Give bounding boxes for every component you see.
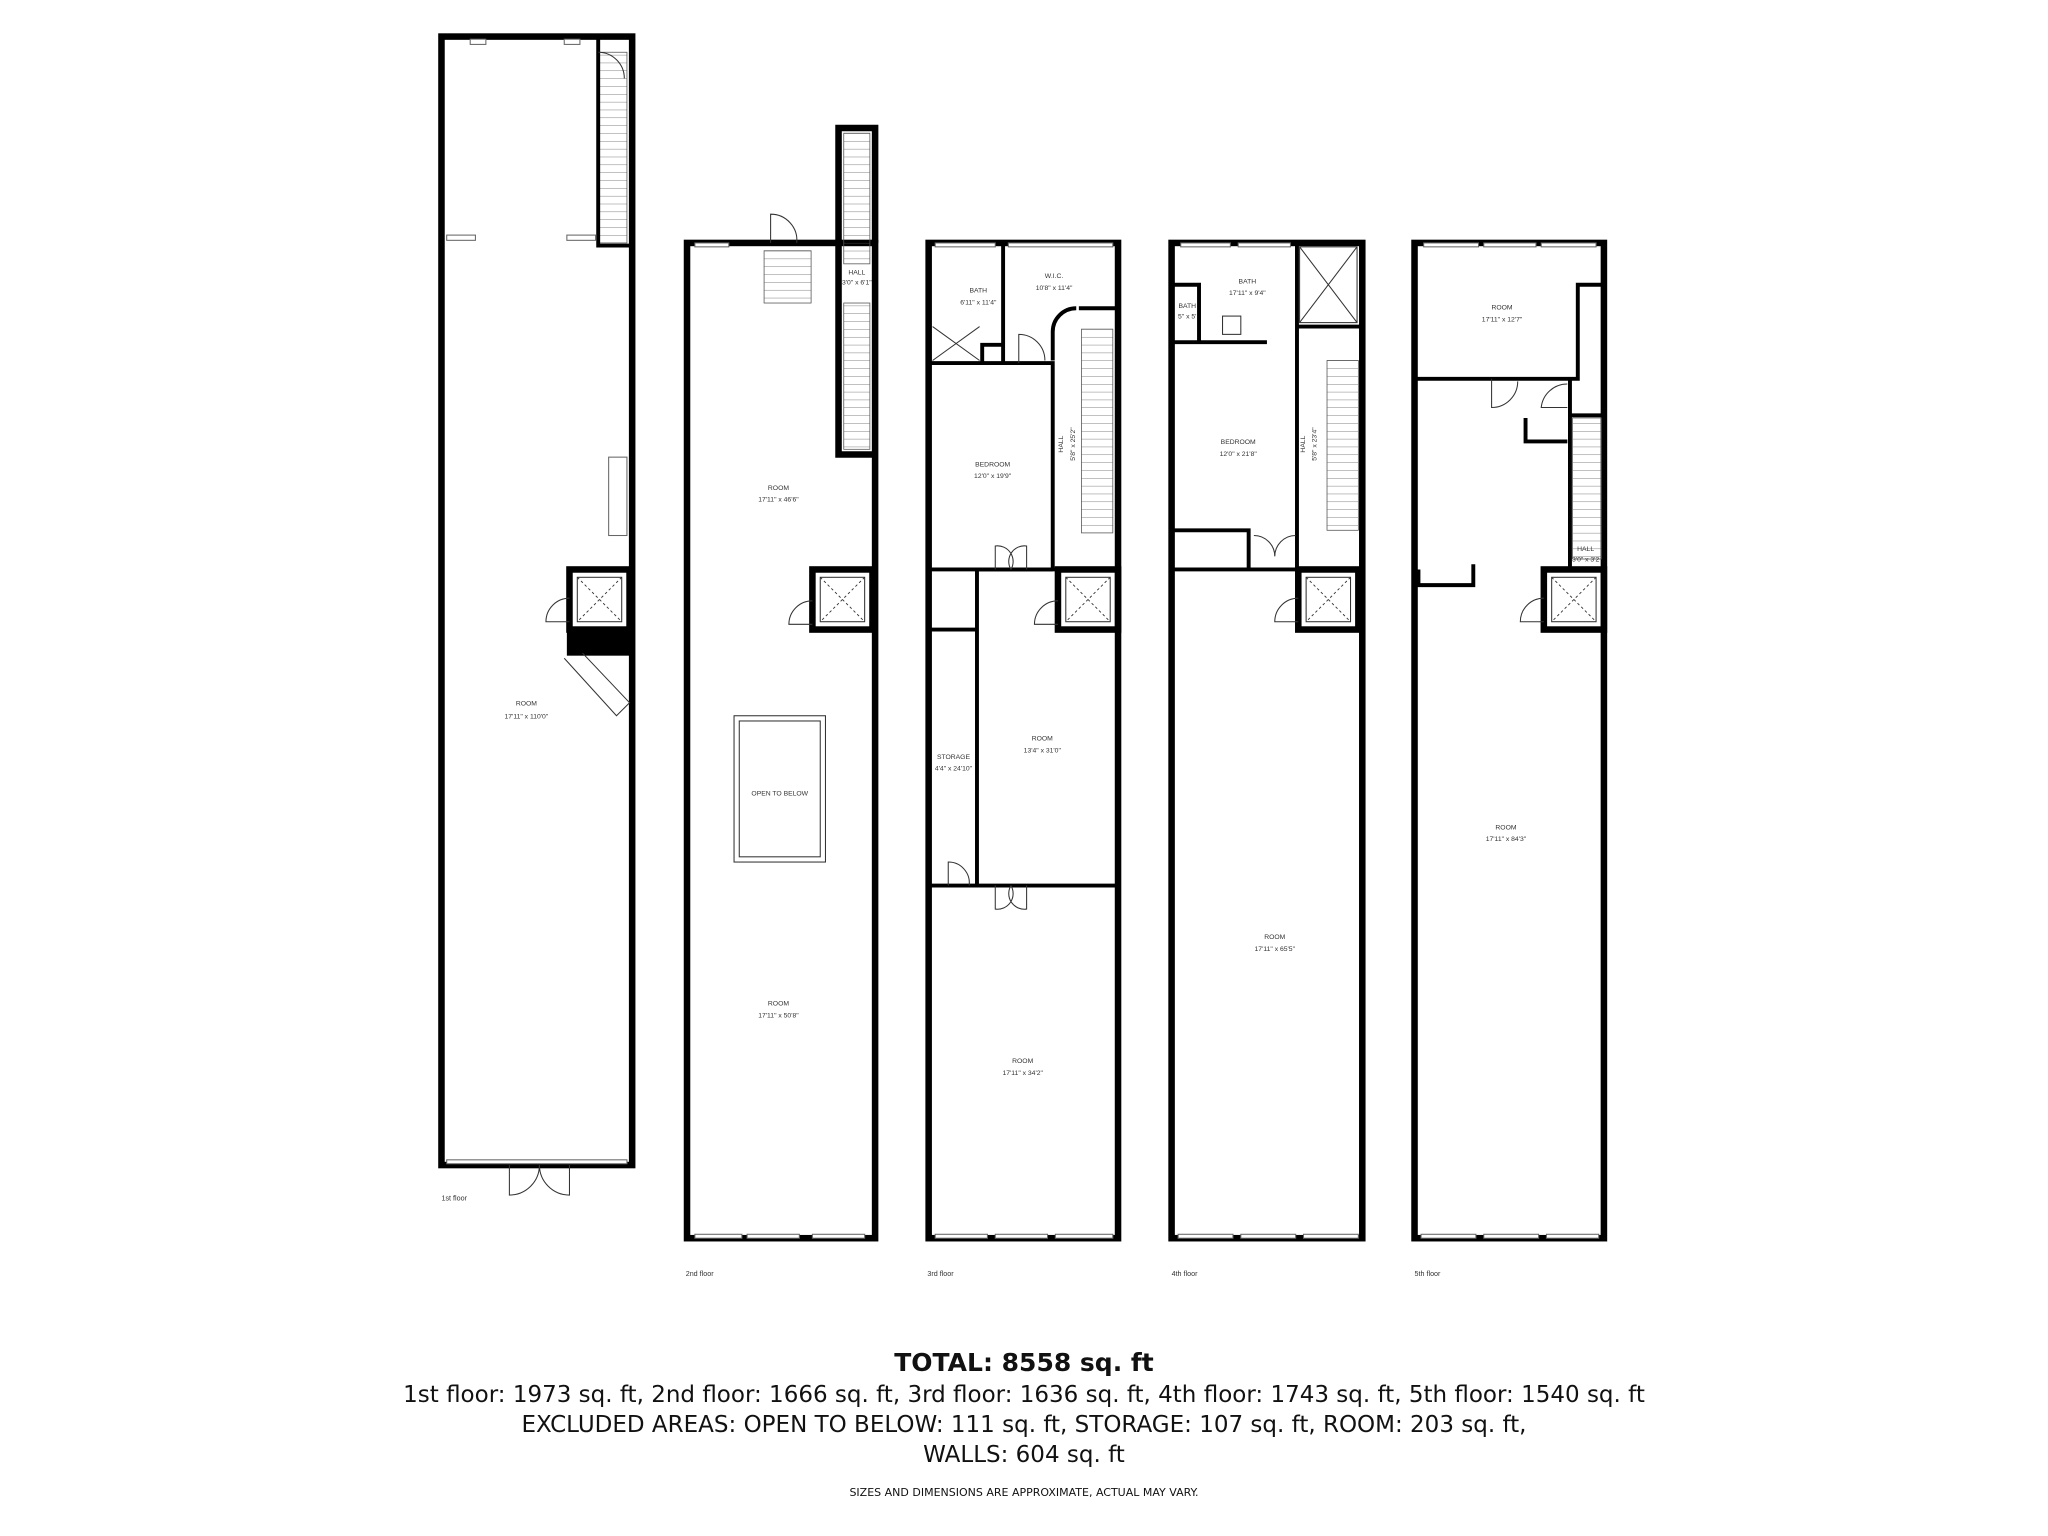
total-area: TOTAL: 8558 sq. ft [894, 1348, 1154, 1377]
room-dimensions: 17'11" x 84'3" [1486, 836, 1527, 843]
room-label: HALL [1058, 435, 1065, 452]
room-dimensions: 3'0" x 6'1" [842, 280, 872, 287]
room-label: ROOM [516, 700, 537, 707]
room-dimensions: 17'11" x 110'0" [505, 713, 549, 720]
room-label: ROOM [768, 1001, 789, 1008]
room-label: BEDROOM [1221, 439, 1256, 446]
room-dimensions: 4'4" x 24'10" [935, 766, 973, 773]
staircase [597, 51, 628, 244]
room-dimensions: 17'11" x 9'4" [1229, 290, 1266, 297]
room-label: BEDROOM [975, 461, 1010, 468]
room-label: BATH [1239, 278, 1257, 285]
staircase [1572, 417, 1602, 560]
elevator [1540, 566, 1608, 633]
room-label: ROOM [1264, 934, 1285, 941]
floor-5-plan: ROOM 17'11" x 12'7" HALL 3'0" x 3'2 ROOM… [1411, 239, 1608, 1278]
room-dimensions: 10'8" x 11'4" [1036, 285, 1073, 292]
disclaimer: SIZES AND DIMENSIONS ARE APPROXIMATE, AC… [849, 1486, 1199, 1499]
staircase [1081, 328, 1114, 534]
room-dimensions: 17'11" x 12'7" [1482, 316, 1523, 323]
staircase [763, 250, 812, 304]
room-label: ROOM [1032, 736, 1053, 743]
room-label: OPEN TO BELOW [751, 790, 808, 797]
room-label: STORAGE [937, 754, 971, 761]
room-label: HALL [1577, 546, 1594, 553]
floor-label: 2nd floor [686, 1270, 715, 1278]
room-label: HALL [1300, 435, 1307, 452]
room-dimensions: 5'8" x 25'2" [1070, 427, 1077, 461]
room-dimensions: 13'4" x 31'0" [1024, 747, 1062, 754]
room-dimensions: 17'11" x 34'2" [1002, 1070, 1043, 1077]
wall-area: WALLS: 604 sq. ft [923, 1442, 1125, 1468]
staircase [843, 132, 871, 265]
room-dimensions: 17'11" x 50'8" [758, 1012, 799, 1019]
room-dimensions: 12'0" x 21'8" [1220, 451, 1258, 458]
room-label: ROOM [768, 485, 789, 492]
elevator [1295, 566, 1362, 633]
room-label: BATH [969, 288, 987, 295]
room-label: HALL [848, 269, 865, 276]
elevator [1054, 566, 1122, 633]
floor-label: 5th floor [1415, 1270, 1442, 1278]
room-dimensions: 17'11" x 46'6" [758, 497, 799, 504]
floor-label: 4th floor [1172, 1270, 1199, 1278]
floor-areas: 1st floor: 1973 sq. ft, 2nd floor: 1666 … [403, 1382, 1645, 1408]
floor-1-plan: ROOM 17'11" x 110'0" 1st floor [438, 33, 636, 1202]
floor-label: 3rd floor [927, 1270, 954, 1278]
room-dimensions: 17'11" x 65'5" [1255, 946, 1296, 953]
room-label: ROOM [1012, 1058, 1033, 1065]
excluded-areas: EXCLUDED AREAS: OPEN TO BELOW: 111 sq. f… [521, 1412, 1527, 1438]
room-dimensions: 5'8" x 23'4" [1312, 427, 1319, 461]
room-label: BATH [1178, 303, 1196, 310]
staircase [1326, 360, 1359, 531]
room-label: ROOM [1495, 824, 1516, 831]
elevator [566, 566, 633, 633]
floor-label: 1st floor [441, 1194, 467, 1202]
floor-4-plan: BATH 17'11" x 9'4" BATH 5" x 5' BEDROOM … [1168, 239, 1366, 1278]
staircase [843, 302, 871, 450]
room-dimensions: 5" x 5' [1178, 314, 1196, 321]
floor-2-plan: HALL 3'0" x 6'1" ROOM 17'11" x 46'6" OPE… [683, 124, 879, 1278]
room-label: ROOM [1491, 305, 1512, 312]
floor-3-plan: BATH 6'11" x 11'4" W.I.C. 10'8" x 11'4" … [925, 239, 1122, 1278]
open-to-below-area [733, 715, 826, 863]
room-label: W.I.C. [1045, 273, 1064, 280]
elevator [809, 566, 876, 633]
room-dimensions: 12'0" x 19'9" [974, 473, 1012, 480]
room-dimensions: 6'11" x 11'4" [960, 299, 997, 306]
room-dimensions: 3'0" x 3'2 [1572, 557, 1599, 564]
